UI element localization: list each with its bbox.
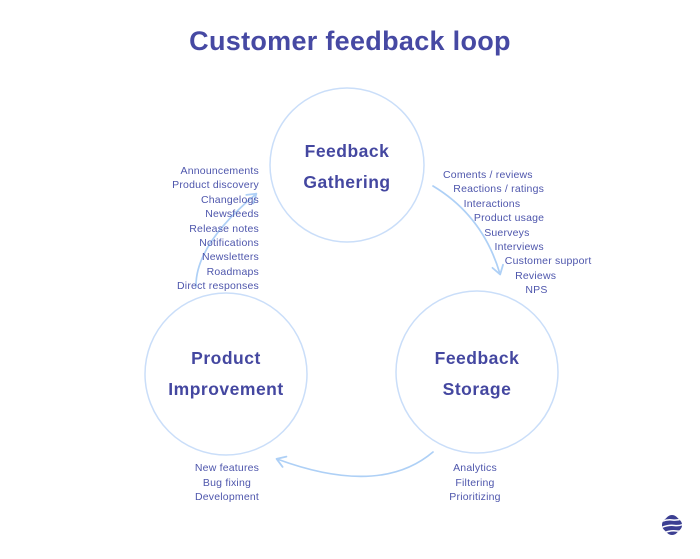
list-item: Newsletters [201, 251, 259, 264]
list-item: Notifications [199, 237, 259, 250]
swirl-sphere-logo-icon [659, 514, 685, 536]
list-item: Suerveys [484, 226, 530, 239]
node-label-feedback-storage: Feedback Storage [435, 343, 520, 405]
arrow-storage-to-improvement [275, 451, 434, 478]
list-item: Product discovery [172, 179, 259, 192]
page-title: Customer feedback loop [189, 26, 511, 56]
list-item: Customer support [504, 255, 592, 268]
product-improvement-circle [144, 292, 308, 456]
node-label-line: Storage [442, 379, 512, 399]
list-item: Interviews [494, 241, 544, 254]
list-item: Development [194, 491, 260, 504]
list-item: Newsfeeds [205, 208, 259, 221]
node-label-line: Feedback [304, 141, 390, 161]
feedback-storage-circle [395, 290, 559, 454]
node-label-line: Gathering [303, 172, 391, 192]
list-item: Reviews [515, 269, 557, 282]
node-label-product-improvement: Product Improvement [168, 343, 283, 405]
list-item: Announcements [180, 165, 259, 177]
list-item: Roadmaps [206, 265, 259, 278]
list-item: NPS [525, 284, 548, 297]
feedback-gathering-circle [269, 87, 425, 243]
list-item: Bug fixing [202, 476, 252, 489]
list-item: Release notes [189, 222, 259, 235]
list-item: Changelogs [200, 193, 259, 206]
list-item: Interactions [463, 197, 521, 210]
list-item: Product usage [473, 212, 545, 225]
arrow-gathering-to-storage [432, 185, 504, 276]
list-item: Coments / reviews [443, 169, 533, 181]
list-item: Prioritizing [449, 491, 501, 504]
node-label-line: Feedback [434, 348, 520, 368]
list-item: New features [194, 462, 260, 474]
list-item: Reactions / ratings [453, 183, 545, 196]
node-label-feedback-gathering: Feedback Gathering [303, 136, 390, 198]
list-item: Analytics [453, 462, 497, 474]
list-item: Filtering [455, 476, 495, 489]
arrow-improvement-to-gathering [195, 192, 258, 288]
list-item: Direct responses [177, 280, 259, 293]
node-label-line: Product [191, 348, 261, 368]
node-label-line: Improvement [168, 379, 284, 399]
